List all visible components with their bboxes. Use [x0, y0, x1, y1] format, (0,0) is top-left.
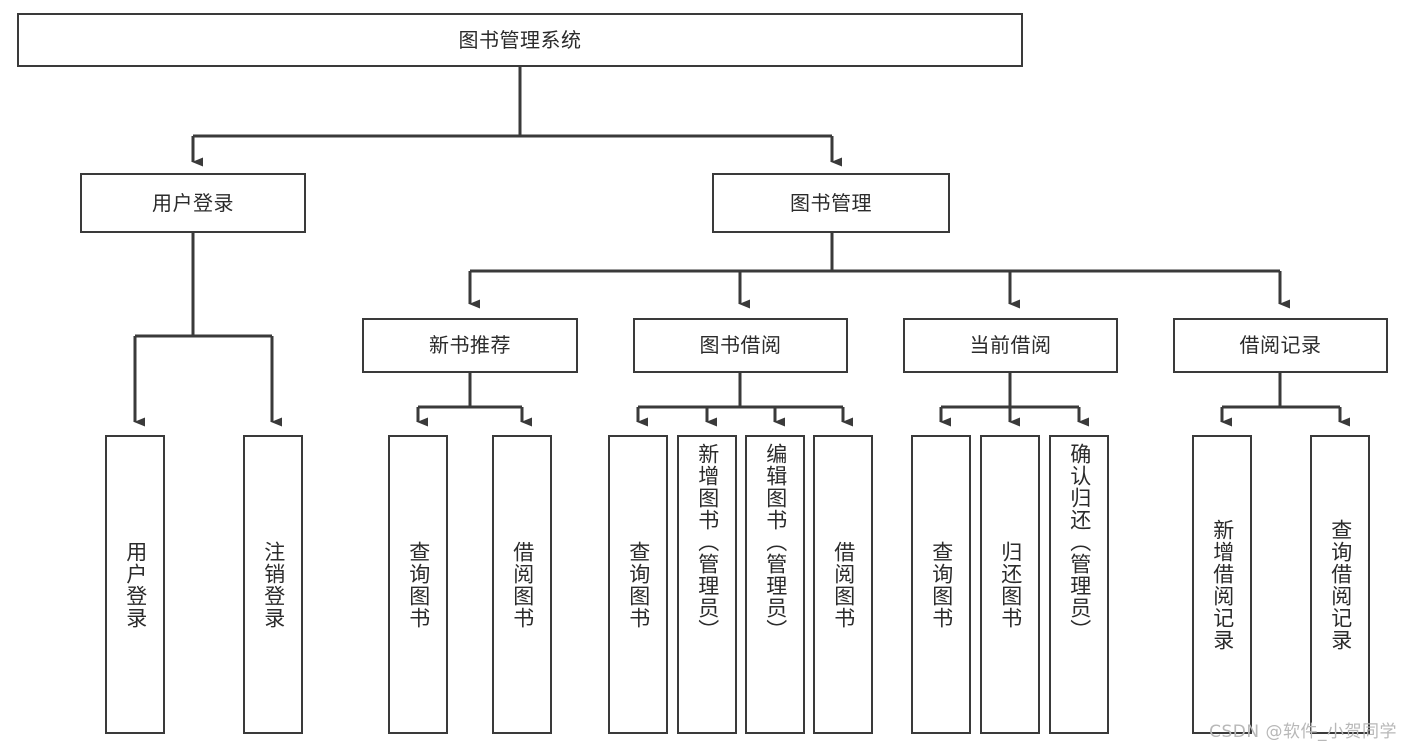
leaf-borrow-book-1[interactable]: 借阅图书 — [492, 435, 552, 734]
csdn-watermark: CSDN @软件_小贺同学 — [1209, 722, 1397, 742]
node-user-login-label: 用户登录 — [152, 190, 234, 215]
node-root-label: 图书管理系统 — [458, 27, 582, 52]
leaf-confirm-return[interactable]: 确认归还（管理员） — [1049, 435, 1109, 734]
leaf-query-book-3[interactable]: 查询图书 — [911, 435, 971, 734]
leaf-query-book-2-label: 查询图书 — [626, 540, 651, 629]
node-root[interactable]: 图书管理系统 — [17, 13, 1023, 67]
leaf-query-book-1-label: 查询图书 — [406, 540, 431, 629]
node-new-book-recommend[interactable]: 新书推荐 — [362, 318, 578, 373]
node-book-borrow[interactable]: 图书借阅 — [633, 318, 848, 373]
leaf-confirm-return-label: 确认归还（管理员） — [1067, 443, 1092, 641]
leaf-query-book-2[interactable]: 查询图书 — [608, 435, 668, 734]
node-book-manage[interactable]: 图书管理 — [712, 173, 950, 233]
leaf-logout-login[interactable]: 注销登录 — [243, 435, 303, 734]
leaf-add-borrow-record[interactable]: 新增借阅记录 — [1192, 435, 1252, 734]
leaf-logout-login-label: 注销登录 — [261, 540, 286, 629]
leaf-add-book-label: 新增图书（管理员） — [695, 443, 720, 641]
leaf-return-book-label: 归还图书 — [998, 540, 1023, 629]
leaf-user-login[interactable]: 用户登录 — [105, 435, 165, 734]
leaf-edit-book-label: 编辑图书（管理员） — [763, 443, 788, 641]
node-book-manage-label: 图书管理 — [790, 190, 872, 215]
node-borrow-record-label: 借阅记录 — [1239, 333, 1322, 357]
leaf-return-book[interactable]: 归还图书 — [980, 435, 1040, 734]
node-book-borrow-label: 图书借阅 — [699, 333, 782, 357]
leaf-query-borrow-record[interactable]: 查询借阅记录 — [1310, 435, 1370, 734]
leaf-query-borrow-record-label: 查询借阅记录 — [1328, 518, 1353, 651]
leaf-borrow-book-1-label: 借阅图书 — [510, 540, 535, 629]
leaf-add-borrow-record-label: 新增借阅记录 — [1210, 518, 1235, 651]
leaf-borrow-book-2-label: 借阅图书 — [831, 540, 856, 629]
leaf-add-book[interactable]: 新增图书（管理员） — [677, 435, 737, 734]
node-current-borrow-label: 当前借阅 — [969, 333, 1052, 357]
leaf-edit-book[interactable]: 编辑图书（管理员） — [745, 435, 805, 734]
leaf-query-book-1[interactable]: 查询图书 — [388, 435, 448, 734]
node-new-book-recommend-label: 新书推荐 — [429, 333, 511, 357]
node-borrow-record[interactable]: 借阅记录 — [1173, 318, 1388, 373]
leaf-query-book-3-label: 查询图书 — [929, 540, 954, 629]
node-user-login[interactable]: 用户登录 — [80, 173, 306, 233]
leaf-borrow-book-2[interactable]: 借阅图书 — [813, 435, 873, 734]
leaf-user-login-label: 用户登录 — [123, 540, 148, 629]
node-current-borrow[interactable]: 当前借阅 — [903, 318, 1118, 373]
